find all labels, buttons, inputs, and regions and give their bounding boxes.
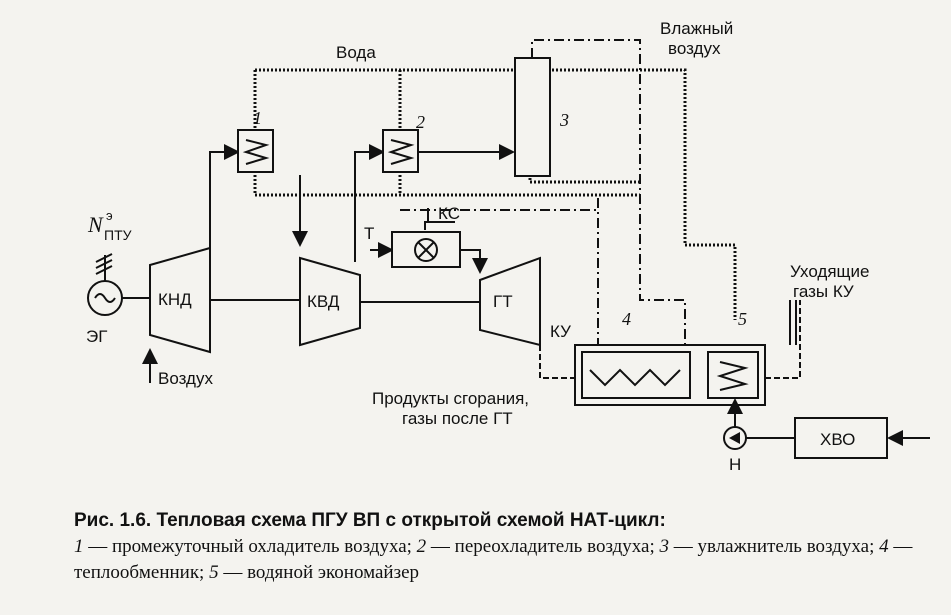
label-generator: ЭГ	[86, 327, 107, 346]
label-kvd: КВД	[307, 292, 340, 311]
combustion-chamber	[391, 231, 461, 268]
compressor-knd	[149, 246, 211, 354]
water-lines	[253, 68, 737, 320]
caption-num-3: 3	[659, 536, 669, 557]
intercooler-1	[237, 129, 274, 173]
label-air: Воздух	[158, 369, 213, 388]
caption-num-1: 1	[74, 536, 84, 557]
caption-text-3: — увлажнитель воздуха;	[668, 536, 880, 557]
label-humid-air-2: воздух	[668, 39, 721, 58]
figure-caption: Рис. 1.6. Тепловая схема ПГУ ВП с открыт…	[74, 508, 934, 586]
label-knd: КНД	[158, 290, 192, 309]
caption-text-1: — промежуточный охладитель воздуха;	[83, 536, 417, 557]
caption-text-2: — переохладитель воздуха;	[426, 536, 660, 557]
label-t: Т	[364, 224, 374, 243]
shafts	[122, 297, 480, 303]
caption-num-2: 2	[416, 536, 427, 557]
label-ks: КС	[438, 204, 460, 223]
air-lines	[142, 144, 797, 383]
label-hvo: ХВО	[820, 430, 855, 449]
humidifier-3	[514, 57, 551, 177]
thermal-scheme-diagram: Вода Влажный воздух 1 2 3 4 5 N э ПТУ ЭГ…	[86, 19, 930, 474]
label-exhaust-2: газы КУ	[793, 282, 854, 301]
label-n-pty-sup: э	[106, 208, 113, 223]
label-gt: ГТ	[493, 292, 513, 311]
generator	[87, 253, 123, 316]
pump	[723, 398, 795, 450]
label-num-4: 4	[622, 309, 631, 329]
caption-title: Рис. 1.6. Тепловая схема ПГУ ВП с открыт…	[74, 510, 666, 531]
label-humid-air-1: Влажный	[660, 19, 733, 38]
label-pump: Н	[729, 455, 741, 474]
heat-recovery-unit	[539, 300, 801, 406]
label-n-pty-main: N	[87, 212, 104, 237]
water-treatment-hvo	[794, 417, 930, 459]
label-combustion-products-1: Продукты сгорания,	[372, 389, 529, 408]
humid-air-line	[400, 39, 686, 345]
label-num-5: 5	[738, 309, 747, 329]
caption-num-5: 5	[209, 562, 219, 583]
label-combustion-products-2: газы после ГТ	[402, 409, 513, 428]
caption-text-5: — водяной экономайзер	[218, 562, 420, 583]
caption-text-4: — теплообменник;	[74, 536, 913, 583]
caption-body: 1 — промежуточный охладитель воздуха; 2 …	[74, 534, 934, 586]
caption-num-4: 4	[879, 536, 889, 557]
label-exhaust-1: Уходящие	[790, 262, 870, 281]
label-water: Вода	[336, 43, 376, 62]
aftercooler-2	[382, 129, 419, 173]
label-n-pty-sub: ПТУ	[104, 227, 132, 243]
label-ku: КУ	[550, 322, 571, 341]
compressor-kvd	[299, 256, 361, 347]
label-num-1: 1	[253, 108, 262, 128]
label-num-3: 3	[559, 110, 569, 130]
label-num-2: 2	[416, 112, 425, 132]
